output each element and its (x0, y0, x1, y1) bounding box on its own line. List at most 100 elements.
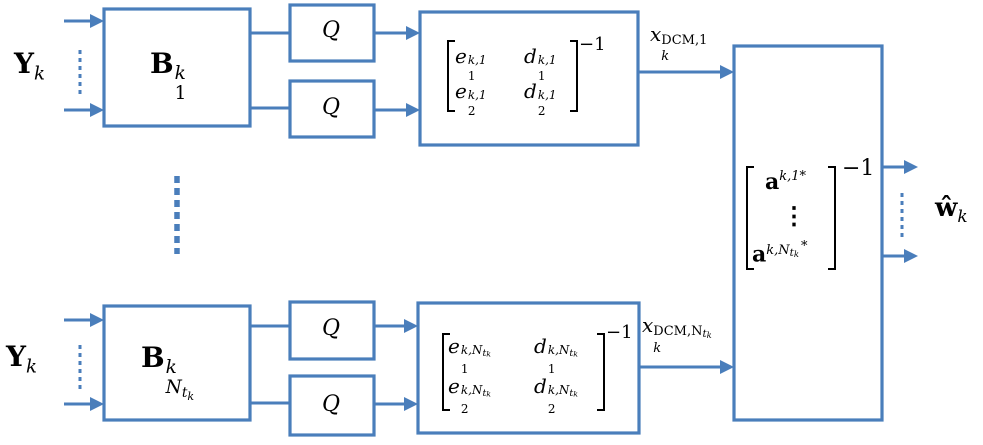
cell-superscript-k: k (486, 389, 492, 399)
a-symbol: a (752, 241, 767, 268)
quantizer-4 (288, 374, 376, 437)
cell-superscript: k,N (460, 383, 483, 398)
x-subscript: k (653, 340, 662, 356)
bn-subscript: N (165, 376, 182, 398)
x-superscript-k: k (706, 329, 712, 340)
input-y-symbol: Y (14, 47, 34, 80)
output-w-symbol: ŵ (935, 193, 958, 223)
a-superscript-k: k (793, 248, 799, 259)
a-superscript: k,N (766, 242, 790, 258)
a-conjugate: * (800, 239, 808, 254)
quantizer-3-label: Q (322, 316, 341, 341)
a-superscript: k,1 (779, 169, 800, 184)
quantizer-4-label: Q (322, 392, 341, 417)
cell-subscript: 1 (467, 69, 476, 84)
bn-subscript-t: t (181, 385, 188, 402)
cell-superscript-t: t (569, 388, 574, 400)
cell-superscript: k,1 (467, 88, 487, 103)
cell-superscript: k,1 (467, 53, 487, 68)
cell-symbol: d (534, 334, 547, 358)
cell-superscript: k,N (460, 343, 483, 358)
arrowhead (90, 397, 104, 411)
arrowhead (904, 249, 918, 263)
cell-symbol: d (524, 79, 537, 103)
input-label-top: Yk (14, 50, 45, 84)
matrix-inverse-bottom (416, 301, 641, 435)
b1-symbol: B (150, 47, 174, 80)
arrowhead (404, 397, 418, 411)
final-right-bracket (828, 166, 836, 270)
cell-superscript-t: t (482, 388, 487, 400)
cell-superscript-t: t (482, 348, 487, 360)
cell-symbol: e (455, 44, 467, 68)
arrowhead (404, 319, 418, 333)
a-symbol: a (765, 169, 780, 196)
matrix-top-right-bracket (570, 40, 578, 112)
input-label-bottom: Yk (6, 343, 37, 377)
cell-symbol: e (448, 374, 460, 398)
arrowhead (720, 360, 734, 374)
matrix-top-exponent: −1 (579, 34, 606, 55)
matrix-bottom-exponent: −1 (606, 322, 633, 343)
bn-symbol: B (141, 341, 165, 374)
quantizer-1-label: Q (322, 18, 341, 43)
cell-subscript: 2 (467, 104, 476, 119)
output-label: ŵk (935, 195, 968, 225)
matrix-bottom-right-bracket (597, 333, 605, 411)
cell-superscript-k: k (486, 349, 492, 359)
arrowhead (406, 26, 420, 40)
matrix-top-left-bracket (447, 40, 455, 112)
final-exponent: −1 (842, 156, 875, 181)
quantizer-3 (288, 300, 376, 361)
a-superscript-t: t (789, 246, 794, 259)
x-symbol: x (650, 22, 662, 46)
cell-subscript: 1 (537, 69, 546, 84)
arrowhead (406, 103, 420, 117)
b1-superscript: k (174, 63, 186, 85)
cell-superscript-t: t (569, 348, 574, 360)
bn-subscript-k: k (187, 389, 195, 403)
cell-superscript-k: k (573, 349, 578, 359)
block-b1 (102, 7, 252, 128)
cell-subscript: 2 (537, 104, 546, 119)
cell-symbol: e (455, 79, 467, 103)
input-y-symbol: Y (6, 340, 26, 373)
x-superscript: DCM,N (653, 323, 703, 339)
cell-subscript: 2 (547, 402, 556, 417)
x-superscript-t: t (702, 327, 707, 340)
cell-symbol: d (524, 44, 537, 68)
quantizer-2-label: Q (322, 95, 341, 120)
matrix-inverse-top (418, 10, 640, 147)
cell-superscript-k: k (573, 389, 578, 399)
bn-superscript: k (165, 357, 177, 379)
x-superscript: DCM,1 (661, 32, 708, 48)
cell-superscript: k,1 (537, 88, 557, 103)
a-conjugate: * (799, 169, 807, 184)
arrowhead (90, 313, 104, 327)
arrowhead (90, 103, 104, 117)
b1-subscript: 1 (174, 82, 187, 104)
arrowhead (720, 65, 734, 79)
cell-superscript: k,N (547, 343, 570, 358)
arrowhead (904, 160, 918, 174)
x-subscript: k (661, 48, 670, 64)
final-inverse-block (732, 44, 884, 422)
final-row-top: ak,1* (765, 170, 806, 194)
cell-subscript: 1 (460, 362, 469, 377)
final-vdots: ⋮ (782, 201, 806, 230)
cell-symbol: d (534, 374, 547, 398)
